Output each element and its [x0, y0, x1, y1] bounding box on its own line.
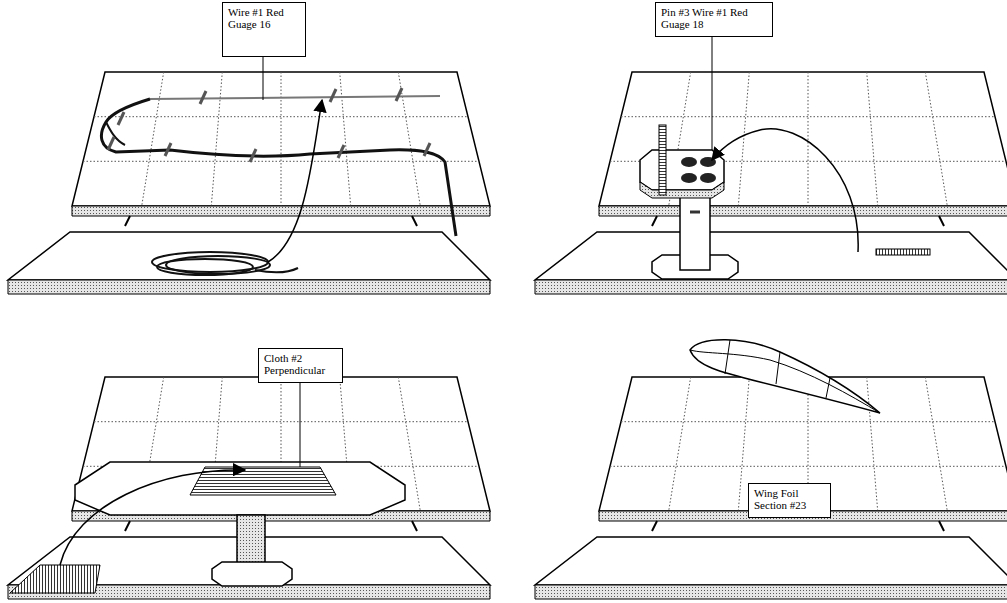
pin	[396, 88, 402, 101]
label-text: Wing Foil Section #23	[754, 487, 825, 511]
wire-harness	[101, 57, 456, 275]
pin	[108, 137, 114, 150]
wing-foil	[690, 340, 880, 413]
leader-line	[712, 37, 713, 150]
pin	[659, 125, 666, 195]
workboard	[8, 377, 490, 599]
leader-line	[263, 57, 264, 100]
label-text: Pin #3 Wire #1 Red Guage 18	[661, 6, 767, 30]
foil-rib	[776, 352, 780, 384]
wire	[106, 122, 125, 145]
foil-rib	[725, 340, 730, 374]
workboard	[8, 72, 490, 294]
pin-fixture	[640, 37, 930, 279]
pin-hole	[681, 173, 697, 183]
workboard	[535, 377, 1007, 599]
coil-end	[255, 268, 298, 272]
pin-hole	[681, 157, 697, 167]
pin	[338, 145, 344, 158]
table-base	[212, 562, 292, 586]
cloth-layup	[10, 383, 405, 593]
block-edge	[640, 182, 724, 198]
workboard	[535, 72, 1007, 294]
label-text: Cloth #2 Perpendicular	[264, 352, 337, 376]
fixture-post	[680, 190, 710, 270]
wire-piece	[876, 249, 930, 255]
pin	[330, 89, 336, 102]
pin	[250, 149, 256, 162]
label-box: Cloth #2 Perpendicular	[258, 348, 343, 383]
pins	[108, 88, 430, 162]
table-post	[237, 515, 265, 565]
pin	[424, 143, 430, 156]
wire-arrow	[712, 129, 858, 252]
pin	[165, 143, 171, 156]
label-box: Wire #1 Red Guage 16	[222, 2, 306, 57]
placement-arrow	[60, 470, 245, 565]
pin	[200, 91, 206, 104]
foil-edge	[690, 350, 880, 413]
label-box: Wing Foil Section #23	[748, 483, 831, 518]
post-mark	[690, 211, 700, 214]
label-text: Wire #1 Red Guage 16	[228, 6, 300, 30]
foil-rib	[826, 378, 830, 398]
routing-arrow	[268, 100, 322, 262]
foil-outline	[690, 340, 880, 413]
pin-hole	[700, 173, 716, 183]
leader-line	[300, 383, 301, 467]
pin	[118, 112, 124, 125]
fixture-block	[640, 150, 724, 190]
coil-loop	[157, 259, 253, 275]
cloth-roll	[10, 565, 100, 593]
wire	[101, 99, 456, 236]
label-box: Pin #3 Wire #1 Red Guage 18	[655, 2, 773, 37]
